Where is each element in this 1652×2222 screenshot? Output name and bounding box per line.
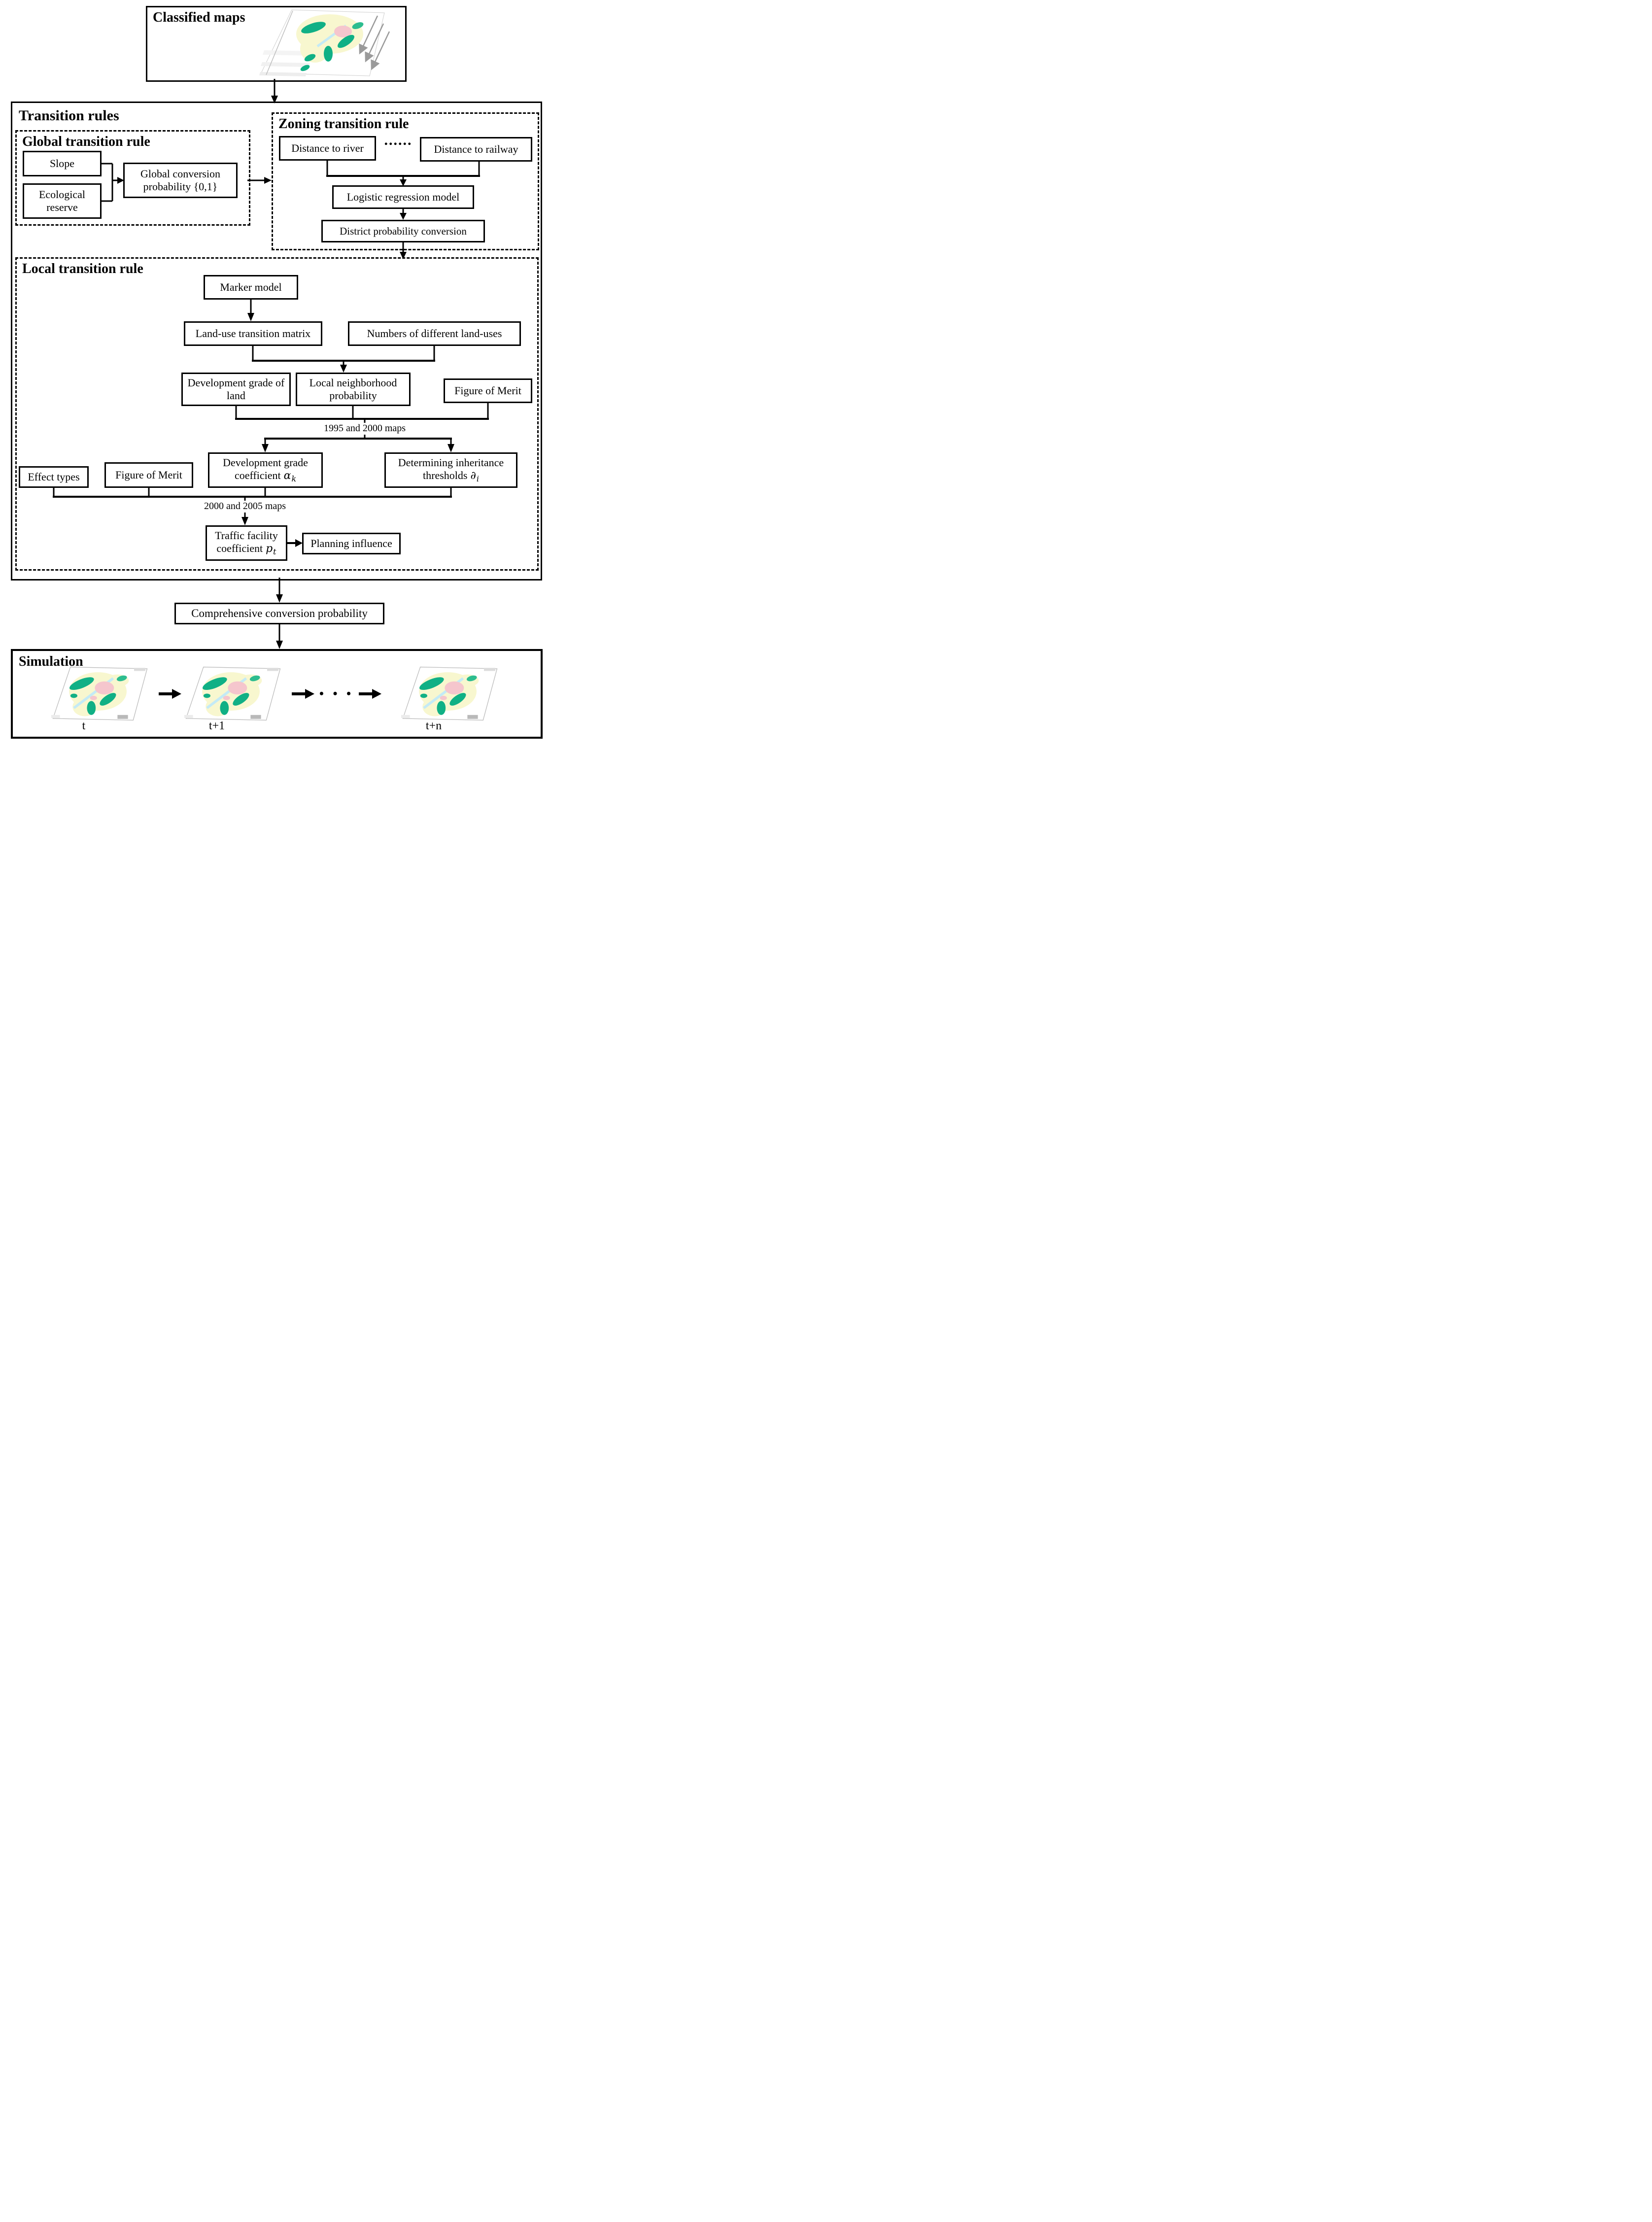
marker-model-label: Marker model	[220, 281, 282, 294]
dev-grade-coef-line1: Development grade	[223, 456, 308, 469]
sim-dots-label: • • •	[319, 686, 354, 701]
slope-label: Slope	[49, 157, 75, 170]
global-conversion-label: Global conversion probability {0,1}	[140, 168, 220, 193]
alpha-subscript: k	[291, 474, 297, 484]
arrow-classified-to-transition	[271, 79, 278, 103]
local-neighborhood-box: Local neighborhood probability	[296, 373, 411, 406]
arrow-sim-dots-to-tn	[359, 689, 381, 699]
numbers-landuses-label: Numbers of different land-uses	[367, 327, 502, 340]
district-probability-label: District probability conversion	[340, 225, 467, 237]
sim-map-t1	[176, 665, 290, 722]
local-neighborhood-label: Local neighborhood probability	[309, 376, 397, 402]
arrow-global-to-zoning	[247, 177, 272, 184]
inherit-thresholds-line2: thresholds	[423, 469, 468, 481]
arrow-district-to-local	[400, 242, 407, 259]
comprehensive-probability-label: Comprehensive conversion probability	[191, 607, 368, 620]
transition-rules-title: Transition rules	[19, 107, 119, 124]
arrow-traffic-to-planning	[287, 539, 303, 547]
global-transition-rule-title: Global transition rule	[22, 134, 150, 149]
p-subscript: t	[273, 547, 276, 557]
numbers-landuses-box: Numbers of different land-uses	[348, 321, 521, 346]
connector-lines	[53, 79, 489, 699]
district-probability-box: District probability conversion	[321, 220, 485, 242]
classified-maps-box	[146, 6, 407, 82]
sim-label-t: t	[82, 719, 86, 732]
distance-to-railway-box: Distance to railway	[420, 137, 532, 162]
traffic-coef-line2: coefficient	[216, 542, 263, 554]
arrow-sim-t-to-t1	[159, 689, 181, 699]
sim-label-t1: t+1	[208, 719, 225, 732]
planning-influence-label: Planning influence	[310, 537, 392, 550]
transition-rules-box	[11, 102, 542, 581]
distance-to-river-label: Distance to river	[291, 142, 364, 155]
slope-box: Slope	[23, 151, 102, 176]
flowchart-page: Classified maps Transition rules Global …	[0, 0, 551, 741]
maps-1995-2000-label: 1995 and 2000 maps	[323, 423, 406, 434]
figure-of-merit-label-2: Figure of Merit	[115, 469, 182, 481]
local-transition-rule-title: Local transition rule	[22, 261, 143, 276]
connector-zoning-join	[326, 161, 480, 186]
arrow-logistic-to-district	[400, 209, 407, 220]
inherit-thresholds-text: Determining inheritance thresholds∂i	[398, 456, 504, 484]
ecological-reserve-box: Ecological reserve	[23, 183, 102, 219]
p-symbol: p	[266, 542, 273, 555]
zoning-dots-label: ......	[384, 132, 413, 148]
dev-grade-coef-line2: coefficient	[234, 469, 281, 481]
maps-2000-2005-label: 2000 and 2005 maps	[204, 501, 286, 512]
arrow-marker-to-matrix	[247, 300, 254, 321]
logistic-regression-box: Logistic regression model	[332, 185, 474, 209]
arrow-transition-to-comprehensive	[276, 578, 283, 603]
simulation-title: Simulation	[19, 654, 83, 669]
classified-maps-title: Classified maps	[153, 10, 245, 25]
connector-row1-join	[252, 346, 435, 373]
connector-row2-join	[235, 403, 489, 452]
figure-of-merit-box-2: Figure of Merit	[104, 462, 193, 488]
sim-label-tn: t+n	[425, 719, 442, 732]
partial-subscript: i	[476, 474, 479, 484]
inherit-thresholds-line1: Determining inheritance	[398, 456, 504, 469]
traffic-coef-line1: Traffic facility	[215, 529, 278, 542]
global-conversion-box: Global conversion probability {0,1}	[123, 163, 238, 198]
zoning-transition-rule-title: Zoning transition rule	[278, 116, 409, 132]
sim-map-t	[43, 665, 157, 722]
figure-of-merit-label-1: Figure of Merit	[454, 384, 521, 397]
marker-model-box: Marker model	[204, 275, 298, 300]
partial-symbol: ∂	[470, 469, 476, 482]
connector-global-bracket	[102, 163, 124, 202]
ecological-reserve-label: Ecological reserve	[38, 188, 86, 213]
distance-to-railway-label: Distance to railway	[434, 143, 518, 156]
sim-map-tn	[393, 665, 507, 722]
arrow-comprehensive-to-simulation	[276, 624, 283, 649]
alpha-symbol: α	[283, 469, 291, 482]
classified-maps-stack-graphic	[259, 9, 390, 76]
arrow-sim-t1-to-dots	[292, 689, 314, 699]
connector-row3-join	[53, 488, 452, 525]
comprehensive-probability-box: Comprehensive conversion probability	[174, 603, 384, 624]
effect-types-box: Effect types	[19, 466, 89, 488]
dev-grade-land-box: Development grade of land	[181, 373, 291, 406]
landuse-matrix-label: Land-use transition matrix	[195, 327, 311, 340]
zoning-transition-rule-box	[272, 112, 539, 250]
planning-influence-box: Planning influence	[302, 533, 401, 554]
simulation-box	[11, 649, 543, 739]
inherit-thresholds-box: Determining inheritance thresholds∂i	[384, 452, 517, 488]
global-transition-rule-box	[15, 130, 250, 226]
local-transition-rule-box	[15, 257, 539, 571]
effect-types-label: Effect types	[28, 471, 80, 483]
logistic-regression-label: Logistic regression model	[346, 191, 460, 204]
landuse-matrix-box: Land-use transition matrix	[184, 321, 322, 346]
dev-grade-land-label: Development grade of land	[187, 376, 285, 402]
distance-to-river-box: Distance to river	[279, 136, 376, 161]
figure-of-merit-box-1: Figure of Merit	[444, 378, 532, 403]
